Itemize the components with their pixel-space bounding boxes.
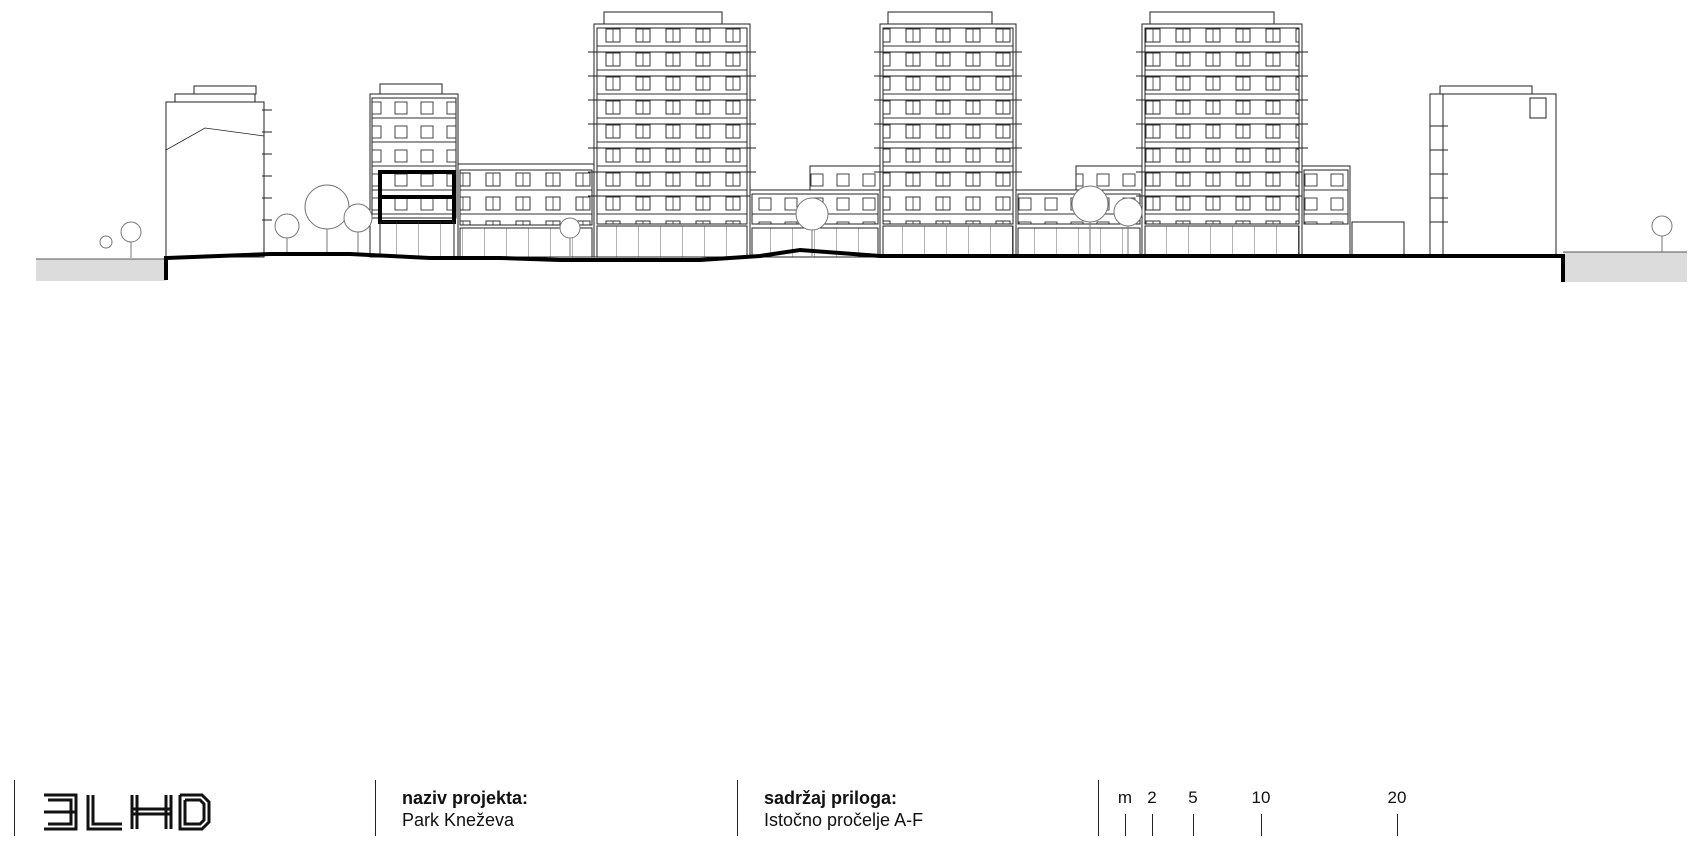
scale-tick-5	[1193, 814, 1194, 836]
tower-c	[874, 11, 1022, 258]
trees	[99, 184, 1673, 258]
divider-project	[375, 780, 376, 836]
project-value: Park Kneževa	[402, 810, 515, 830]
building-a	[369, 83, 459, 258]
ground-left	[36, 258, 166, 281]
section-cut-ground-line	[164, 247, 1565, 282]
scale-tick-2	[1152, 814, 1153, 836]
building-left-end	[165, 85, 272, 258]
building-right-end	[1429, 85, 1557, 258]
content-label: sadržaj priloga:	[764, 788, 898, 808]
scale-tick-20	[1397, 814, 1398, 836]
lowrise-block-1	[457, 163, 595, 258]
scale-label-5: 5	[1188, 788, 1198, 807]
scale-label-10: 10	[1251, 788, 1271, 807]
scale-label-20: 20	[1387, 788, 1407, 807]
tower-b	[588, 11, 756, 258]
tower-d	[1136, 11, 1308, 258]
divider-scale	[1098, 780, 1099, 836]
scale-tick-10	[1261, 814, 1262, 836]
divider-left	[14, 780, 15, 836]
logo-3lhd	[44, 793, 211, 831]
title-block	[0, 770, 1700, 848]
scale-unit: m	[1117, 788, 1133, 807]
scale-tick-0	[1125, 814, 1126, 836]
divider-content	[737, 780, 738, 836]
ground-right	[1563, 251, 1687, 282]
lowrise-block-4	[1301, 165, 1405, 258]
project-label: naziv projekta:	[402, 788, 529, 808]
content-value: Istočno pročelje A-F	[764, 810, 924, 830]
elevation-drawing	[36, 11, 1687, 282]
scale-label-2: 2	[1147, 788, 1157, 807]
